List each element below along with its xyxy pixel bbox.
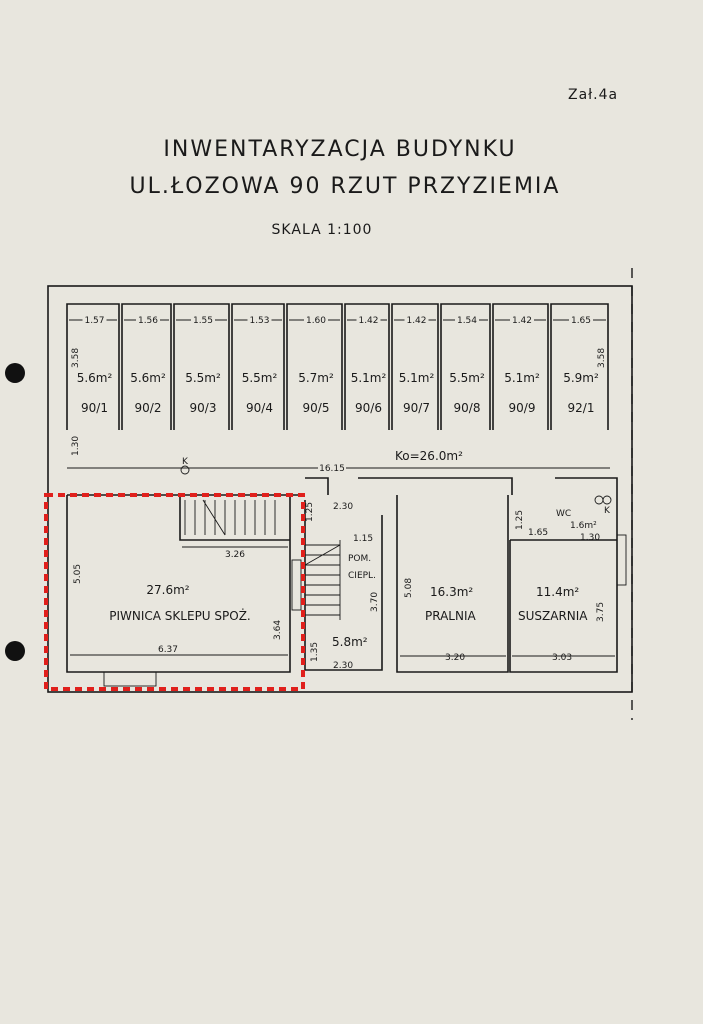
cell-area: 5.7m² (298, 371, 334, 385)
cell-width: 1.42 (358, 316, 378, 326)
binder-hole (5, 363, 25, 383)
scale-label: SKALA 1:100 (272, 222, 373, 238)
storage-cell-walls (173, 303, 230, 430)
cell-area: 5.1m² (504, 371, 540, 385)
cell-number: 90/8 (454, 401, 481, 415)
suszarnia-width: 3.03 (552, 653, 572, 663)
storage-cells: 1.57 5.6m² 90/1 1.56 5.6m² 90/2 1.55 5.5m² 90/3 1… (66, 303, 609, 430)
cell-area: 5.5m² (185, 371, 221, 385)
building-outline (47, 285, 633, 693)
suszarnia-top-dim: 1.25 (515, 510, 525, 530)
stair-room-top-dim: 1.25 (305, 502, 315, 522)
cell-number: 90/5 (303, 401, 330, 415)
cell-number: 90/7 (403, 401, 430, 415)
corridor-k-mark: K (182, 457, 189, 467)
cell-area: 5.6m² (77, 371, 113, 385)
storage-cell-walls (66, 303, 120, 430)
piwnica-right-dim: 3.64 (273, 620, 283, 640)
cell-number: 90/4 (246, 401, 273, 415)
storage-cell-walls (391, 303, 439, 430)
walls (304, 477, 618, 673)
cell-number: 92/1 (568, 401, 595, 415)
toilet-icon (594, 495, 604, 505)
valve-icon (180, 465, 190, 475)
wc-k-mark: K (604, 506, 611, 516)
storage-cell-walls (286, 303, 343, 430)
title-line-1: INWENTARYZACJA BUDYNKU (163, 137, 516, 162)
pralnia-height: 5.08 (404, 578, 414, 598)
cell-width: 1.54 (457, 316, 477, 326)
corridor-depth: 1.30 (71, 436, 81, 456)
piwnica-name: PIWNICA SKLEPU SPOŻ. (109, 608, 250, 623)
cell-width: 1.53 (249, 316, 269, 326)
cell-area: 5.1m² (399, 371, 435, 385)
wc-area: 1.6m² (570, 521, 597, 531)
stair-room-name-1: POM. (348, 554, 371, 564)
stair-room-side-dim: 1.15 (353, 534, 373, 544)
sink-icon (602, 495, 612, 505)
cell-width: 1.56 (138, 316, 158, 326)
stair-room-bottom-dim: 1.35 (310, 642, 320, 662)
stair-room-height: 3.70 (370, 592, 380, 612)
stairs (184, 499, 341, 620)
piwnica-height: 5.05 (73, 564, 83, 584)
piwnica-area: 27.6m² (146, 583, 189, 597)
cell-number: 90/3 (190, 401, 217, 415)
cell-width: 1.42 (406, 316, 426, 326)
cell-width: 1.65 (571, 316, 591, 326)
cell-area: 5.9m² (563, 371, 599, 385)
suszarnia-name: SUSZARNIA (518, 609, 588, 623)
stair-room-area: 5.8m² (332, 635, 368, 649)
corridor-area: Ko=26.0m² (395, 449, 463, 463)
storage-cell-walls (492, 303, 549, 430)
title-line-2: UL.ŁOZOWA 90 RZUT PRZYZIEMIA (130, 174, 561, 199)
piwnica-stair-width: 3.26 (225, 550, 245, 560)
window (103, 671, 157, 687)
pralnia-width: 3.20 (445, 653, 465, 663)
storage-cell-walls (550, 303, 609, 430)
pralnia-name: PRALNIA (425, 609, 476, 623)
stair-room-name-2: CIEPL. (348, 571, 376, 581)
cell-width: 1.55 (193, 316, 213, 326)
cell-number: 90/2 (135, 401, 162, 415)
storage-cell-walls (344, 303, 390, 430)
suszarnia-door-dim: 1.65 (528, 528, 548, 538)
storage-cell-walls (440, 303, 491, 430)
cell-depth-left: 3.58 (71, 348, 81, 368)
cell-number: 90/1 (81, 401, 108, 415)
wc-name: WC (556, 509, 571, 519)
highlight-piwnica (44, 493, 305, 691)
cell-number: 90/9 (509, 401, 536, 415)
cell-area: 5.6m² (130, 371, 166, 385)
wc-width: 1.30 (580, 533, 600, 543)
cell-area: 5.1m² (351, 371, 387, 385)
stair-room-width-bottom: 2.30 (333, 661, 353, 671)
storage-cell-walls (121, 303, 172, 430)
cell-width: 1.57 (84, 316, 104, 326)
annex-label: Zał.4a (568, 87, 618, 103)
cell-width: 1.60 (306, 316, 326, 326)
stair-room-width-top: 2.30 (333, 502, 353, 512)
suszarnia-area: 11.4m² (536, 585, 579, 599)
corridor-length: 16.15 (319, 464, 345, 474)
cell-depth-right: 3.58 (597, 348, 607, 368)
cell-number: 90/6 (355, 401, 382, 415)
radiator-icon (616, 534, 627, 586)
storage-cell-walls (231, 303, 285, 430)
radiator-icon (291, 559, 302, 611)
binder-hole (5, 641, 25, 661)
pralnia-area: 16.3m² (430, 585, 473, 599)
cell-area: 5.5m² (242, 371, 278, 385)
cell-width: 1.42 (512, 316, 532, 326)
suszarnia-height: 3.75 (596, 602, 606, 622)
cell-area: 5.5m² (449, 371, 485, 385)
piwnica-width: 6.37 (158, 645, 178, 655)
